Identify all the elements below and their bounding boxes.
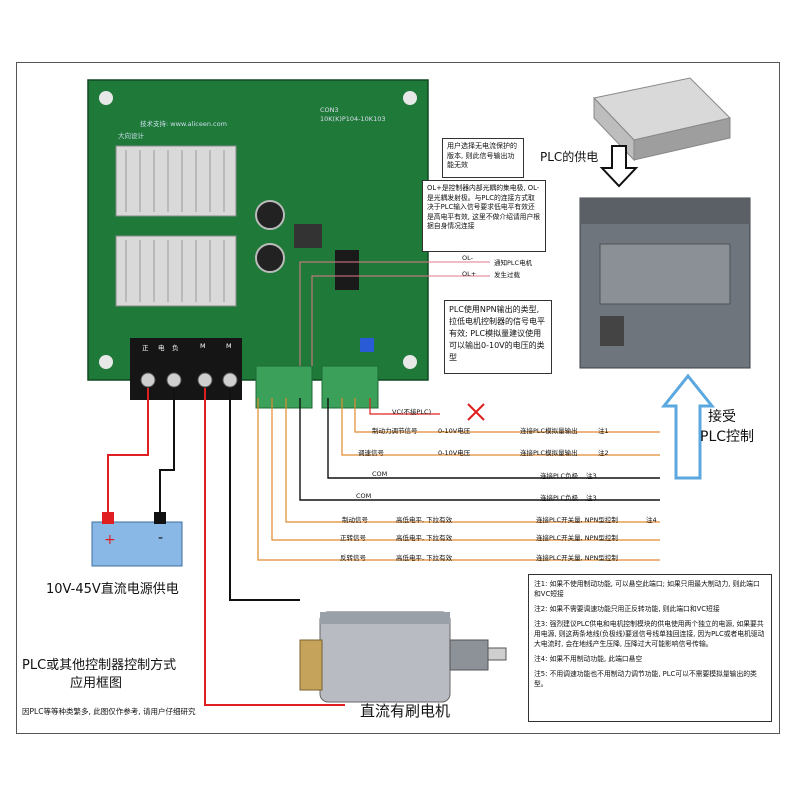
minus-sign: - [158, 530, 164, 546]
plus-sign: + [104, 532, 116, 548]
plc-unit [579, 197, 751, 369]
red-wire-motor [204, 388, 345, 706]
board-code-label-1: CON3 [320, 106, 339, 114]
capacitor [255, 243, 285, 273]
signal-forward-name: 正转信号 [340, 534, 366, 542]
ol-notify-line-1: 通知PLC电机 [494, 259, 533, 267]
diagram-title-line-2: 应用框图 [70, 676, 123, 691]
wire-brake-adjust [354, 398, 660, 433]
dc-motor [299, 611, 507, 703]
footnote-4: 注4: 如果不用制动功能, 此端口悬空 [534, 655, 643, 663]
controller-board [87, 79, 429, 381]
black-wire-minus [159, 388, 175, 515]
signal-com1-note: 注3 [586, 472, 597, 480]
footnote-3: 注3: 强烈建议PLC供电和电机控制模块的供电使用两个独立的电源, 如果要共用电… [534, 620, 765, 648]
not-connected-x-icon [467, 403, 485, 421]
terminal-screws [140, 372, 238, 388]
signal-vc-name: VC(不接PLC) [392, 408, 432, 416]
terminal-label-1: 正 [142, 344, 149, 352]
wire-com-2 [299, 398, 660, 501]
inductor [294, 224, 322, 248]
footnotes-panel: 注1: 如果不使用制动功能, 可以悬空此端口; 如果只用最大制动力, 则此端口和… [528, 574, 772, 722]
signal-com1-name: COM [372, 470, 388, 478]
signal-brake-adjust-mid: 0-10V电压 [438, 427, 471, 435]
signal-speed-name: 调速信号 [358, 449, 384, 457]
ol-notify-line-2: 发生过载 [494, 271, 520, 279]
arrow-down-icon [599, 145, 639, 188]
board-direction-label: 大向设计 [118, 132, 144, 140]
signal-com2-name: COM [356, 492, 372, 500]
wire-ol-plus [311, 275, 490, 366]
signal-brake-adjust-desc: 连接PLC模拟量输出 [520, 427, 578, 435]
wire-com-1 [327, 398, 660, 479]
capacitor [255, 200, 285, 230]
diagram-frame [16, 62, 780, 734]
wire-reverse [257, 398, 660, 561]
signal-brake-adjust-note: 注1 [598, 427, 609, 435]
power-supply-label: 10V-45V直流电源供电 [46, 582, 179, 597]
wire-brake [285, 398, 660, 523]
wire-forward [271, 398, 660, 541]
signal-com2-desc: 连接PLC负极 [540, 494, 579, 502]
signal-com2-note: 注3 [586, 494, 597, 502]
board-website: 技术支持: www.aliceen.com [140, 120, 227, 128]
mount-hole [403, 355, 417, 369]
mount-hole [99, 355, 113, 369]
signal-speed-desc: 连接PLC模拟量输出 [520, 449, 578, 457]
arrow-up-icon [660, 373, 716, 480]
signal-terminal-right [321, 365, 379, 409]
mount-hole [99, 91, 113, 105]
note-npn: PLC使用NPN输出的类型, 拉低电机控制器的信号电平有效; PLC模拟量建议使… [444, 300, 552, 374]
signal-brake-adjust-name: 制动力调节信号 [372, 427, 418, 435]
terminal-label-3: 负 [172, 344, 179, 352]
signal-brake-mid: 高低电平, 下拉有效 [396, 516, 453, 524]
terminal-label-4: M [200, 342, 206, 350]
signal-reverse-name: 反转信号 [340, 554, 366, 562]
plc-control-label-1: 接受 [708, 409, 736, 425]
diagram-title-line-1: PLC或其他控制器控制方式 [22, 658, 177, 673]
black-wire-motor [229, 388, 300, 601]
ol-minus-label: OL- [462, 254, 473, 262]
terminal-minus [154, 512, 166, 524]
mount-hole [403, 91, 417, 105]
wire-speed [341, 398, 660, 456]
motor-label: 直流有刷电机 [360, 702, 451, 720]
wire-vc [369, 398, 440, 415]
ol-plus-label: OL+ [462, 270, 477, 278]
signal-speed-note: 注2 [598, 449, 609, 457]
terminal-label-5: M [226, 342, 232, 350]
plc-supply-label: PLC的供电 [540, 150, 599, 164]
heat-sink-fins [125, 150, 225, 302]
signal-brake-desc: 连接PLC开关量, NPN型控制 [536, 516, 618, 524]
note-protection: 用户选择无电流保护的版本, 则此信号输出功能无效 [442, 138, 524, 178]
dc-power-source [91, 521, 183, 567]
signal-forward-mid: 高低电平, 下拉有效 [396, 534, 453, 542]
chip [335, 250, 359, 290]
terminal-plus [102, 512, 114, 524]
footnote-2: 注2: 如果不需要调速功能只用正反转功能, 则此端口和VC短接 [534, 605, 720, 613]
wire-ol-minus [299, 261, 490, 366]
terminal-label-2: 电 [158, 344, 165, 352]
signal-terminal-left [255, 365, 313, 409]
heat-sink-left [115, 145, 237, 307]
signal-forward-desc: 连接PLC开关量, NPN型控制 [536, 534, 618, 542]
footnote-5: 注5: 不用调速功能也不用制动力调节功能, PLC可以不需要模拟量输出的类型。 [534, 670, 757, 688]
switching-power-supply [593, 77, 731, 162]
signal-com1-desc: 连接PLC负极 [540, 472, 579, 480]
note-ol: OL+是控制器内部光耦的集电极, OL-是光耦发射极。与PLC的连接方式取决于P… [422, 180, 546, 252]
plc-control-label-2: PLC控制 [700, 429, 755, 445]
board-code-label-2: 10K(K)P104-10K103 [320, 115, 386, 123]
signal-reverse-mid: 高低电平, 下拉有效 [396, 554, 453, 562]
footnote-1: 注1: 如果不使用制动功能, 可以悬空此端口; 如果只用最大制动力, 则此端口和… [534, 580, 760, 598]
red-wire-plus [107, 388, 149, 515]
diagram-footnote: 因PLC等等种类繁多, 此图仅作参考, 请用户仔细研究 [22, 707, 196, 716]
signal-brake-note: 注4 [646, 516, 657, 524]
signal-speed-mid: 0-10V电压 [438, 449, 471, 457]
potentiometer [360, 338, 374, 352]
signal-brake-name: 制动信号 [342, 516, 368, 524]
signal-reverse-desc: 连接PLC开关量, NPN型控制 [536, 554, 618, 562]
